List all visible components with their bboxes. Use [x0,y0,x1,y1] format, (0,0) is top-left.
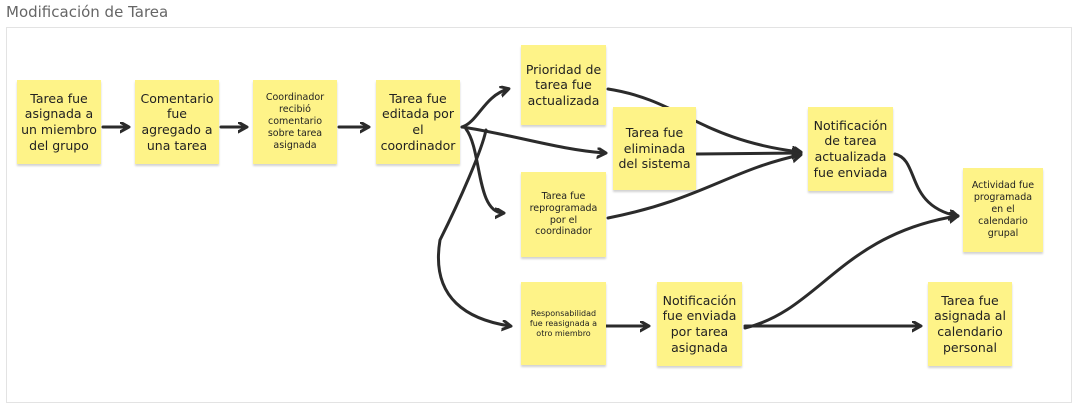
edge-n4-n6 [460,125,605,153]
sticky-note[interactable]: Responsabilidad fue reasignada a otro mi… [521,282,606,365]
sticky-note[interactable]: Tarea fue asignada al calendario persona… [928,282,1012,366]
sticky-note[interactable]: Tarea fue asignada a un miembro del grup… [17,80,101,164]
sticky-note[interactable]: Tarea fue editada por el coordinador [376,80,460,164]
sticky-note[interactable]: Tarea fue reprogramada por el coordinado… [521,172,606,257]
sticky-note[interactable]: Coordinador recibió comentario sobre tar… [253,80,337,164]
edge-n4-n7 [464,127,503,213]
sticky-note[interactable]: Notificación de tarea actualizada fue en… [808,107,893,191]
edge-n7-n8 [606,155,800,220]
sticky-note[interactable]: Actividad fue programada en el calendari… [963,168,1043,252]
edge-n11-n9 [743,216,957,330]
sticky-note[interactable]: Tarea fue eliminada del sistema [613,107,696,190]
edge-n4-n5 [460,89,508,129]
edge-n4-n10 [437,128,510,326]
sticky-note[interactable]: Notificación fue enviada por tarea asign… [657,282,742,366]
edge-n8-n9 [893,152,957,216]
board-title: Modificación de Tarea [6,3,169,21]
edge-n6-n8 [695,153,800,154]
sticky-note[interactable]: Comentario fue agregado a una tarea [135,80,219,164]
sticky-note[interactable]: Prioridad de tarea fue actualizada [521,45,606,125]
